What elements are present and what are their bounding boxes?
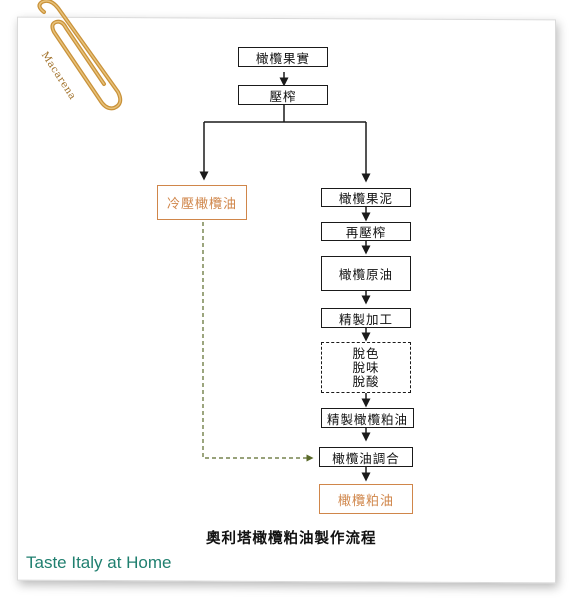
step-pressing: 壓榨 — [238, 85, 328, 105]
step-refining-details: 脫色 脫味 脫酸 — [321, 342, 411, 393]
step-refining: 精製加工 — [321, 308, 411, 328]
step-olive-fruit: 橄欖果實 — [238, 47, 328, 67]
diagram-caption: 奧利塔橄欖粕油製作流程 — [206, 531, 377, 547]
step-re-pressing: 再壓榨 — [321, 222, 411, 241]
paperclip-logo-icon — [37, 0, 123, 111]
refine-decolor: 脫色 — [352, 345, 380, 361]
step-oil-blending: 橄欖油調合 — [319, 447, 413, 467]
box-olive-pomace-oil: 橄欖粕油 — [319, 484, 413, 514]
box-cold-pressed-oil: 冷壓橄欖油 — [157, 185, 247, 220]
step-refined-pomace-oil: 精製橄欖粕油 — [321, 408, 414, 428]
dashed-connector — [202, 222, 314, 462]
step-crude-olive-oil: 橄欖原油 — [321, 256, 411, 291]
step-olive-paste: 橄欖果泥 — [321, 188, 411, 207]
refine-deacidify: 脫酸 — [352, 373, 380, 389]
split-line — [204, 105, 366, 123]
refine-deodorize: 脫味 — [352, 359, 380, 375]
brand-text: Taste Italy at Home — [26, 553, 172, 572]
